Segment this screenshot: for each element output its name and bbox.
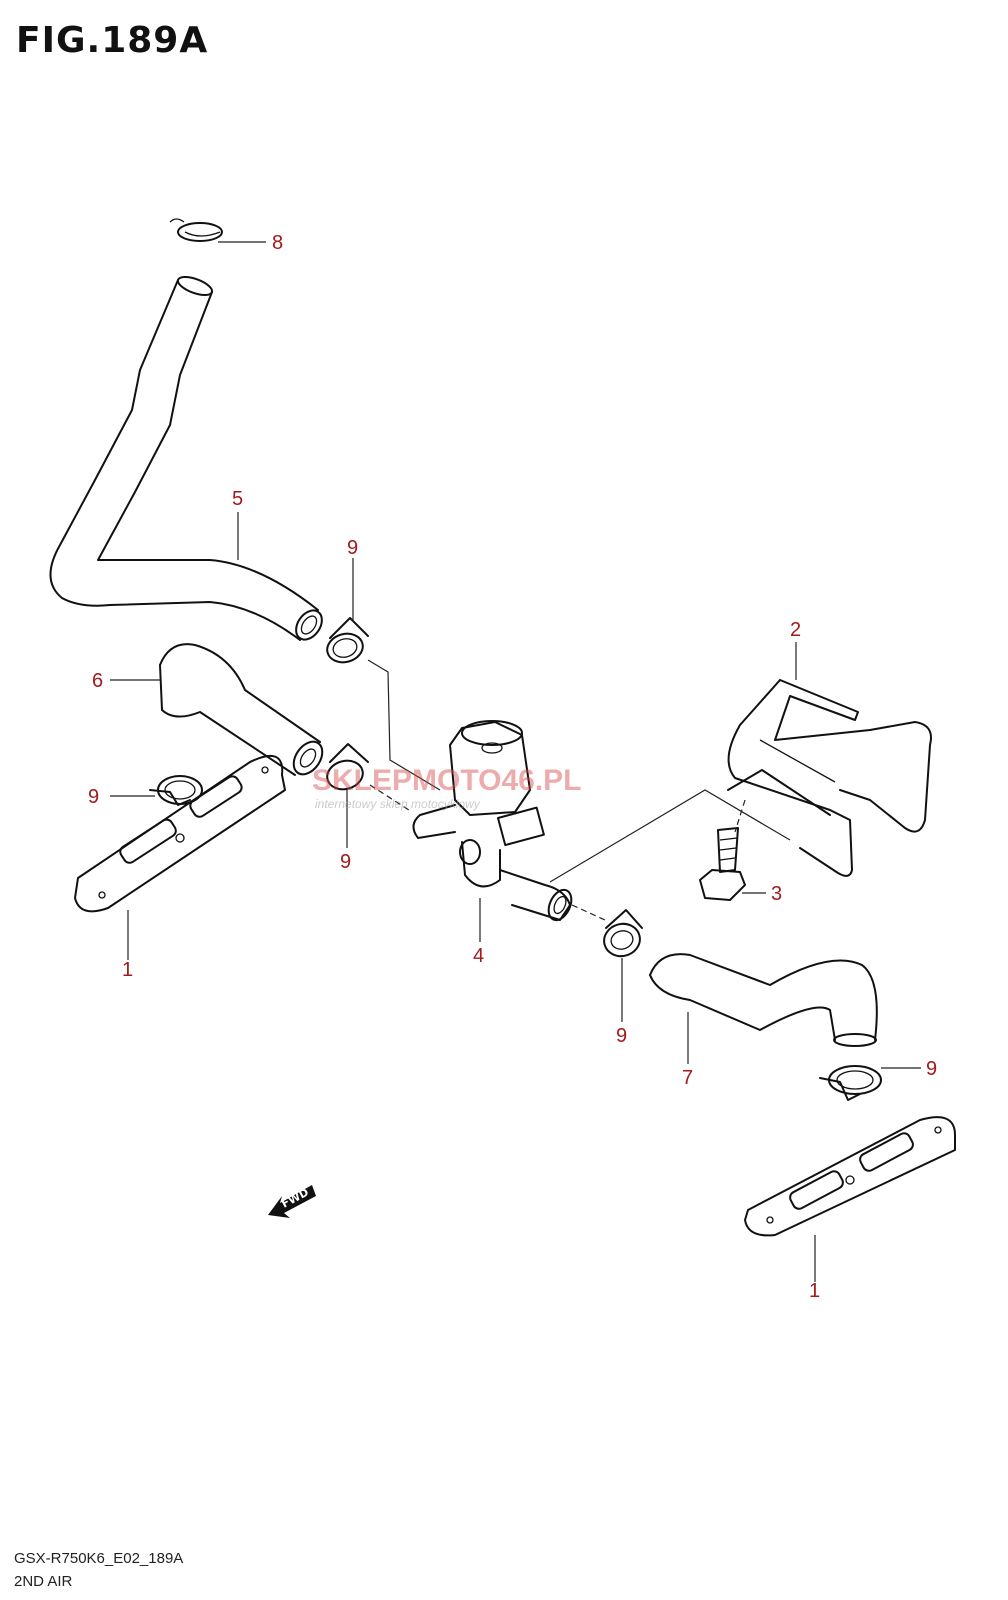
clamp-part-9b[interactable] <box>149 775 203 806</box>
clamp-part-9c[interactable] <box>324 743 369 793</box>
callout-9-lower: 9 <box>616 1025 627 1047</box>
clamp-part-9d[interactable] <box>600 909 643 960</box>
callout-9-mid: 9 <box>340 851 351 873</box>
bolt-part-3[interactable] <box>699 827 746 901</box>
callout-5: 5 <box>232 488 243 510</box>
valve-part-4[interactable] <box>412 720 575 924</box>
watermark-brand: SKLEPMOTO46.PL <box>312 764 582 797</box>
callout-1-left: 1 <box>122 959 133 981</box>
figure-title: FIG.189A <box>16 20 209 61</box>
watermark-tagline: internetowy sklep motocyklowy <box>315 797 481 811</box>
callout-1-right: 1 <box>809 1280 820 1302</box>
callout-8: 8 <box>272 232 283 254</box>
hose-part-6[interactable] <box>159 643 328 779</box>
model-code: GSX-R750K6_E02_189A <box>14 1550 184 1567</box>
hose-part-7[interactable] <box>649 953 878 1047</box>
callout-3: 3 <box>771 883 782 905</box>
section-name: 2ND AIR <box>14 1573 73 1590</box>
cap-part-8[interactable] <box>169 218 223 242</box>
callout-9-left: 9 <box>88 786 99 808</box>
callout-6: 6 <box>92 670 103 692</box>
bracket-part-2[interactable] <box>727 679 932 877</box>
plate-part-1a[interactable] <box>74 754 286 913</box>
callout-9-right: 9 <box>926 1058 937 1080</box>
hose-part-5[interactable] <box>49 273 327 644</box>
callout-9-top: 9 <box>347 537 358 559</box>
clamp-part-9e[interactable] <box>819 1065 882 1101</box>
clamp-part-9a[interactable] <box>324 617 369 666</box>
callout-7: 7 <box>682 1067 693 1089</box>
callout-4: 4 <box>473 945 484 967</box>
callout-2: 2 <box>790 619 801 641</box>
plate-part-1b[interactable] <box>744 1116 956 1237</box>
fwd-arrow-icon: FWD <box>268 1185 316 1218</box>
